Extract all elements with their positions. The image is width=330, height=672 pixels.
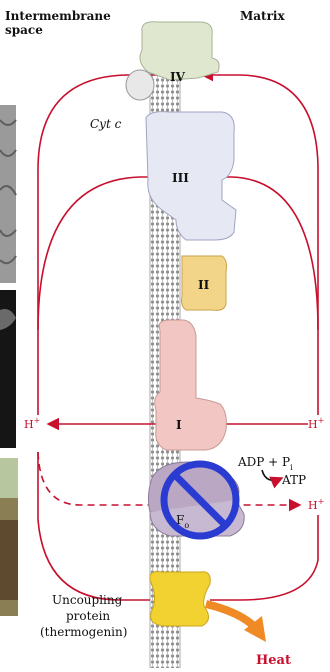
left-photo-animal	[0, 458, 18, 616]
cyt-c-protein	[126, 70, 154, 100]
label-cyt-c: Cyt c	[90, 117, 122, 131]
label-heat: Heat	[256, 653, 291, 668]
left-photo-bat	[0, 290, 16, 448]
left-photo-micrograph	[0, 105, 16, 283]
h-loop-uncoupler-left	[38, 452, 150, 600]
label-complex-iv: IV	[170, 70, 186, 84]
label-matrix: Matrix	[240, 9, 285, 23]
label-complex-i: I	[176, 418, 182, 432]
label-intermembrane: Intermembrane	[5, 9, 111, 23]
label-complex-iii: III	[172, 171, 189, 185]
label-adp-pi: ADP + Pi	[237, 455, 293, 472]
heat-arrow	[206, 604, 266, 642]
label-uncoupling: Uncoupling	[52, 593, 123, 607]
uncoupling-protein	[150, 572, 211, 626]
label-atp: ATP	[281, 473, 306, 487]
label-h-right-complex-i: H+	[308, 416, 324, 431]
label-protein: protein	[66, 609, 110, 623]
label-h-right-atp: H+	[308, 497, 324, 512]
adp-to-atp-arrow	[262, 470, 282, 480]
complex-i	[155, 320, 227, 450]
label-space: space	[5, 23, 43, 37]
label-thermogenin: (thermogenin)	[40, 625, 127, 639]
label-h-left: H+	[24, 416, 40, 431]
label-complex-ii: II	[198, 278, 210, 292]
